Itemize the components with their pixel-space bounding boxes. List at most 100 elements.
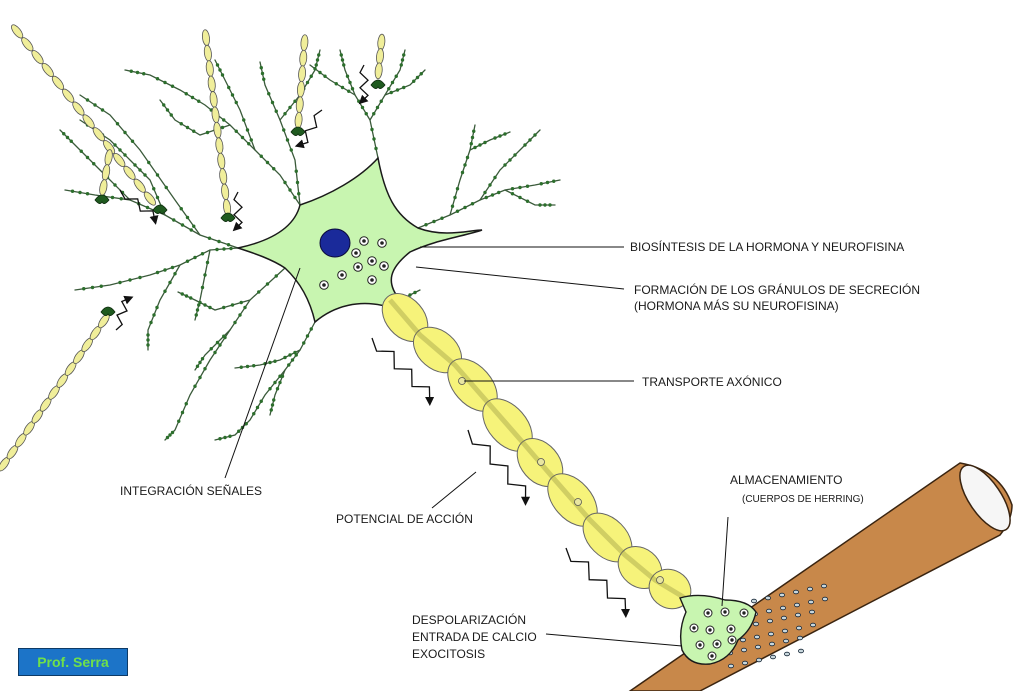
- released-granule: [741, 647, 748, 653]
- incoming-axon-segment: [51, 75, 65, 90]
- granule-core: [698, 643, 702, 647]
- dendritic-spine: [155, 173, 160, 177]
- dendritic-spine: [283, 112, 287, 116]
- dendritic-spine: [195, 364, 200, 368]
- incoming-axon-segment: [72, 101, 85, 116]
- dendritic-spine: [302, 341, 306, 345]
- incoming-axon-segment: [299, 49, 308, 67]
- dendritic-spine: [198, 360, 202, 365]
- released-granule: [797, 635, 804, 641]
- dendritic-spine: [217, 239, 221, 244]
- dendritic-spine: [240, 135, 245, 140]
- synaptic-terminal: [100, 306, 116, 316]
- released-granule: [807, 586, 814, 592]
- dendritic-spine: [525, 184, 530, 188]
- dendritic-spine: [342, 63, 346, 67]
- dendritic-spine: [99, 284, 103, 288]
- dendritic-spine: [455, 187, 460, 191]
- dendritic-spine: [184, 402, 188, 406]
- dendritic-spine: [518, 185, 522, 190]
- incoming-axon-segment: [31, 50, 44, 65]
- dendritic-spine: [323, 74, 327, 78]
- axon-granule: [656, 576, 664, 584]
- dendritic-spine: [237, 429, 241, 433]
- dendritic-spine: [262, 77, 266, 81]
- dendritic-spine: [293, 99, 297, 103]
- terminal-granules: [689, 607, 749, 661]
- dendritic-spine: [155, 77, 160, 81]
- dendritic-spine: [130, 139, 135, 143]
- dendritic-spine: [200, 285, 205, 290]
- dendritic-spine: [155, 195, 160, 200]
- signal-wave-arrow: [115, 295, 134, 331]
- dendritic-spine: [488, 183, 492, 187]
- dendritic-spine: [163, 289, 167, 293]
- dendritic-spine: [165, 435, 170, 440]
- dendritic-spine: [179, 122, 183, 126]
- dendritic-spine: [424, 223, 428, 227]
- dendritic-spine: [267, 92, 271, 96]
- dendritic-spine: [227, 85, 231, 90]
- dendritic-spine: [198, 375, 202, 380]
- dendritic-spine: [272, 398, 276, 402]
- granule-core: [380, 241, 384, 245]
- incoming-axons: [0, 24, 386, 472]
- incoming-axon-segment: [207, 75, 216, 93]
- incoming-axon-segment: [113, 152, 126, 168]
- dendrite-branch: [469, 131, 511, 151]
- dendritic-spine: [163, 80, 167, 85]
- released-granule: [779, 592, 786, 598]
- incoming-axon-segment: [143, 191, 156, 206]
- incoming-axon-segment: [62, 88, 75, 103]
- dendritic-spine: [165, 108, 170, 112]
- dendritic-spine: [252, 364, 256, 368]
- signal-wave-arrow: [294, 109, 323, 149]
- dendritic-spine: [497, 190, 501, 195]
- granule-core: [730, 638, 734, 642]
- dendritic-spine: [375, 105, 380, 110]
- released-granule: [769, 641, 776, 647]
- action-potential-wave-arrow: [565, 547, 631, 619]
- label-herring: (CUERPOS DE HERRING): [742, 494, 864, 505]
- dendritic-spine: [172, 218, 176, 222]
- dendritic-spine: [222, 247, 226, 251]
- granule-core: [356, 265, 360, 269]
- released-granule: [795, 612, 802, 618]
- dendritic-spine: [222, 334, 226, 338]
- dendritic-spine: [128, 278, 132, 282]
- dendritic-spine: [548, 203, 552, 207]
- dendritic-spine: [270, 403, 275, 407]
- released-granule: [793, 589, 800, 595]
- leader-lines: [224, 246, 729, 647]
- granule-core: [710, 654, 714, 658]
- dendritic-spine: [282, 128, 286, 132]
- released-granule: [742, 660, 749, 666]
- signal-wave-arrow: [119, 189, 159, 225]
- incoming-axon-segment: [133, 178, 146, 193]
- released-granule: [781, 615, 788, 621]
- dendritic-spine: [135, 70, 140, 75]
- dendritic-spine: [293, 350, 297, 355]
- action-potential-wave-arrow: [467, 429, 531, 506]
- dendritic-spine: [146, 338, 150, 342]
- dendritic-spine: [400, 58, 405, 62]
- dendritic-spine: [146, 343, 150, 347]
- dendritic-spine: [539, 182, 543, 186]
- dendritic-spine: [268, 360, 272, 365]
- dendritic-spine: [123, 153, 127, 157]
- nucleus: [319, 228, 351, 258]
- dendritic-spine: [118, 280, 122, 285]
- dendritic-spine: [465, 155, 470, 160]
- dendritic-spine: [493, 136, 497, 140]
- dendritic-spine: [360, 105, 365, 110]
- dendritic-spine: [387, 87, 391, 91]
- dendritic-spine: [470, 135, 475, 140]
- released-granule: [765, 595, 772, 601]
- granule-core: [723, 610, 727, 614]
- dendritic-spine: [317, 53, 321, 57]
- dendritic-spine: [62, 132, 66, 136]
- dendritic-spine: [259, 399, 263, 403]
- released-granule: [766, 608, 773, 614]
- dendritic-spine: [493, 175, 497, 180]
- dendritic-spine: [162, 103, 166, 107]
